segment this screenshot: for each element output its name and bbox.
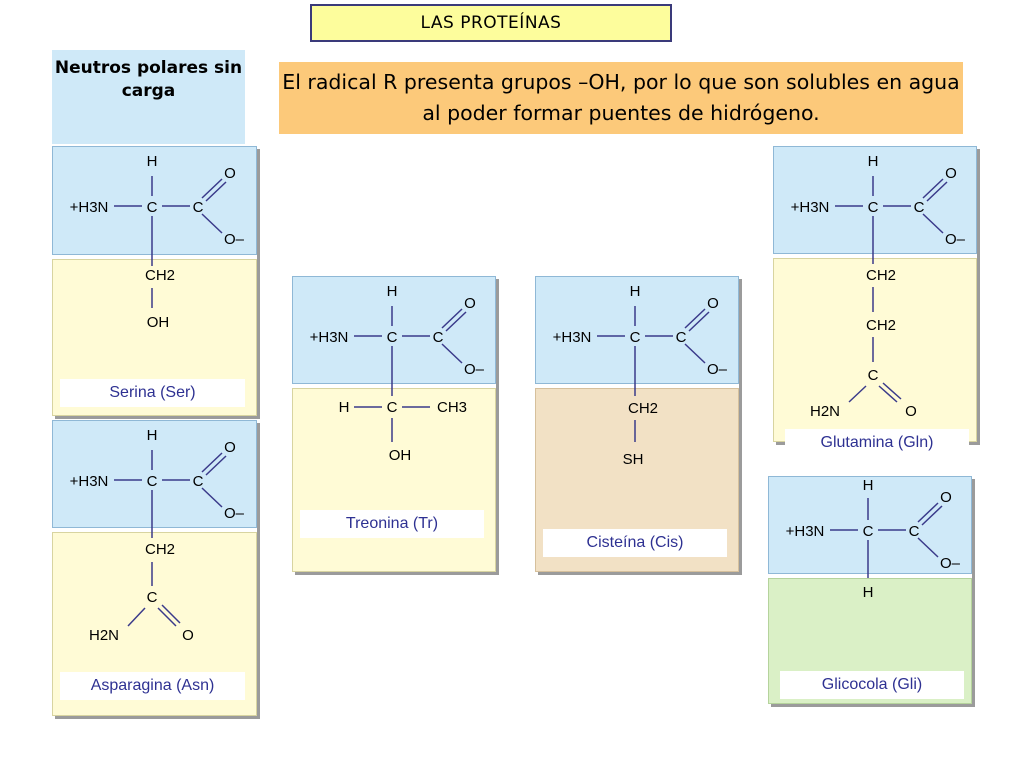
glutamina-h-top: H [868, 153, 879, 170]
cisteina-label: Cisteína (Cis) [543, 529, 727, 557]
asparagina-o: O [224, 439, 236, 456]
serina-c-alpha: C [147, 199, 158, 216]
treonina-label: Treonina (Tr) [300, 510, 484, 538]
page-title: LAS PROTEÍNAS [310, 4, 672, 42]
glutamina-amine: +H3N [791, 199, 830, 216]
glutamina-o-minus: O– [945, 231, 966, 248]
treonina-c-carboxyl: C [433, 329, 444, 346]
glutamina-label: Glutamina (Gln) [785, 429, 969, 457]
glutamina-o: O [945, 165, 957, 182]
glutamina-ch2-1: CH2 [866, 267, 896, 284]
treonina-amine: +H3N [310, 329, 349, 346]
asparagina-c-alpha: C [147, 473, 158, 490]
serina-structure: H +H3N C C O O– CH2 OH [70, 153, 245, 331]
asparagina-o-minus: O– [224, 505, 245, 522]
cisteina-ch2: CH2 [628, 400, 658, 417]
treonina-h-top: H [387, 283, 398, 300]
serina-h-top: H [147, 153, 158, 170]
glicocola-h-side: H [863, 584, 874, 601]
glutamina-c-carboxyl: C [914, 199, 925, 216]
cisteina-h-top: H [630, 283, 641, 300]
treonina-structure: H +H3N C C O O– H C CH3 OH [310, 283, 485, 464]
treonina-c-beta: C [387, 399, 398, 416]
card-serina: H +H3N C C O O– CH2 OH Serina (Ser) [52, 146, 257, 416]
serina-o: O [224, 165, 236, 182]
card-glutamina: H +H3N C C O O– CH2 CH2 C H2N O Glutamin… [773, 146, 977, 457]
group-heading: Neutros polares sin carga [52, 50, 245, 144]
asparagina-c: C [147, 589, 158, 606]
asparagina-structure: H +H3N C C O O– CH2 C H2N O [70, 427, 245, 644]
treonina-oh: OH [389, 447, 412, 464]
glicocola-o: O [940, 489, 952, 506]
treonina-o-minus: O– [464, 361, 485, 378]
treonina-c-alpha: C [387, 329, 398, 346]
card-glicocola: H +H3N C C O O– H Glicocola (Gli) [768, 476, 972, 704]
glicocola-structure: H +H3N C C O O– H [786, 477, 961, 601]
cisteina-amine: +H3N [553, 329, 592, 346]
serina-c-carboxyl: C [193, 199, 204, 216]
cisteina-o-minus: O– [707, 361, 728, 378]
card-cisteina: H +H3N C C O O– CH2 SH Cisteína (Cis) [535, 276, 739, 572]
serina-backbone: H +H3N C C O O– [70, 153, 245, 258]
glutamina-structure: H +H3N C C O O– CH2 CH2 C H2N O [791, 153, 966, 420]
asparagina-amine: +H3N [70, 473, 109, 490]
asparagina-h-top: H [147, 427, 158, 444]
treonina-ch3: CH3 [437, 399, 467, 416]
asparagina-c-carboxyl: C [193, 473, 204, 490]
glicocola-c-carboxyl: C [909, 523, 920, 540]
serina-amine: +H3N [70, 199, 109, 216]
serina-oh: OH [147, 314, 170, 331]
cisteina-c-carboxyl: C [676, 329, 687, 346]
glutamina-o-side: O [905, 403, 917, 420]
cisteina-structure: H +H3N C C O O– CH2 SH [553, 283, 728, 468]
glicocola-amine: +H3N [786, 523, 825, 540]
asparagina-o-side: O [182, 627, 194, 644]
serina-label: Serina (Ser) [60, 379, 245, 407]
glutamina-ch2-2: CH2 [866, 317, 896, 334]
glutamina-c-side: C [868, 367, 879, 384]
serina-o-minus: O– [224, 231, 245, 248]
asparagina-label: Asparagina (Asn) [60, 672, 245, 700]
asparagina-h2n: H2N [89, 627, 119, 644]
glicocola-h-top: H [863, 477, 874, 494]
treonina-o: O [464, 295, 476, 312]
treonina-h-side: H [339, 399, 350, 416]
glutamina-h2n: H2N [810, 403, 840, 420]
glutamina-c-alpha: C [868, 199, 879, 216]
asparagina-ch2: CH2 [145, 541, 175, 558]
cisteina-o: O [707, 295, 719, 312]
cisteina-sh: SH [623, 451, 644, 468]
glicocola-c-alpha: C [863, 523, 874, 540]
card-treonina: H +H3N C C O O– H C CH3 OH Treonina (Tr) [292, 276, 496, 572]
glicocola-label: Glicocola (Gli) [780, 671, 964, 699]
cisteina-c-alpha: C [630, 329, 641, 346]
serina-ch2: CH2 [145, 267, 175, 284]
glicocola-o-minus: O– [940, 555, 961, 572]
description-text: El radical R presenta grupos –OH, por lo… [279, 62, 963, 134]
card-asparagina: H +H3N C C O O– CH2 C H2N O Asparagina (… [52, 420, 257, 716]
